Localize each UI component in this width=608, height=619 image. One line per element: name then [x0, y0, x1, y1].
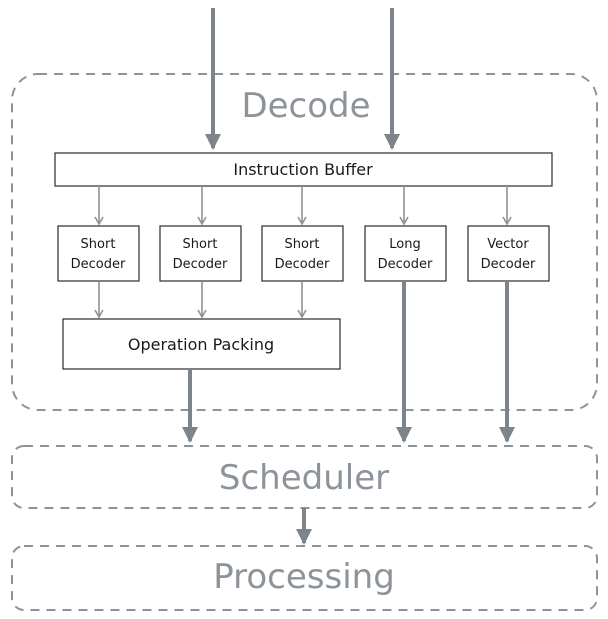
- instruction-buffer-label: Instruction Buffer: [233, 160, 373, 179]
- short-decoder-3: [261, 225, 344, 282]
- operation-packing-label: Operation Packing: [128, 335, 274, 354]
- short-decoder-3-line2: Decoder: [275, 257, 330, 272]
- vector-decoder: [467, 225, 550, 282]
- operation-packing: [62, 318, 341, 370]
- decode-label: Decode: [241, 86, 370, 126]
- vector-decoder-line2: Decoder: [481, 257, 536, 272]
- processing-region: [11, 545, 598, 611]
- short-decoder-1-line1: Short: [81, 237, 116, 252]
- processing-label: Processing: [213, 557, 395, 597]
- short-decoder-3-line1: Short: [285, 237, 320, 252]
- instruction-buffer: [54, 152, 553, 187]
- short-decoder-1: [57, 225, 140, 282]
- short-decoder-2: [159, 225, 242, 282]
- long-decoder: [364, 225, 447, 282]
- long-decoder-line1: Long: [389, 237, 420, 252]
- short-decoder-1-line2: Decoder: [71, 257, 126, 272]
- short-decoder-2-line1: Short: [183, 237, 218, 252]
- vector-decoder-line1: Vector: [487, 237, 529, 252]
- scheduler-label: Scheduler: [219, 458, 389, 498]
- long-decoder-line2: Decoder: [378, 257, 433, 272]
- short-decoder-2-line2: Decoder: [173, 257, 228, 272]
